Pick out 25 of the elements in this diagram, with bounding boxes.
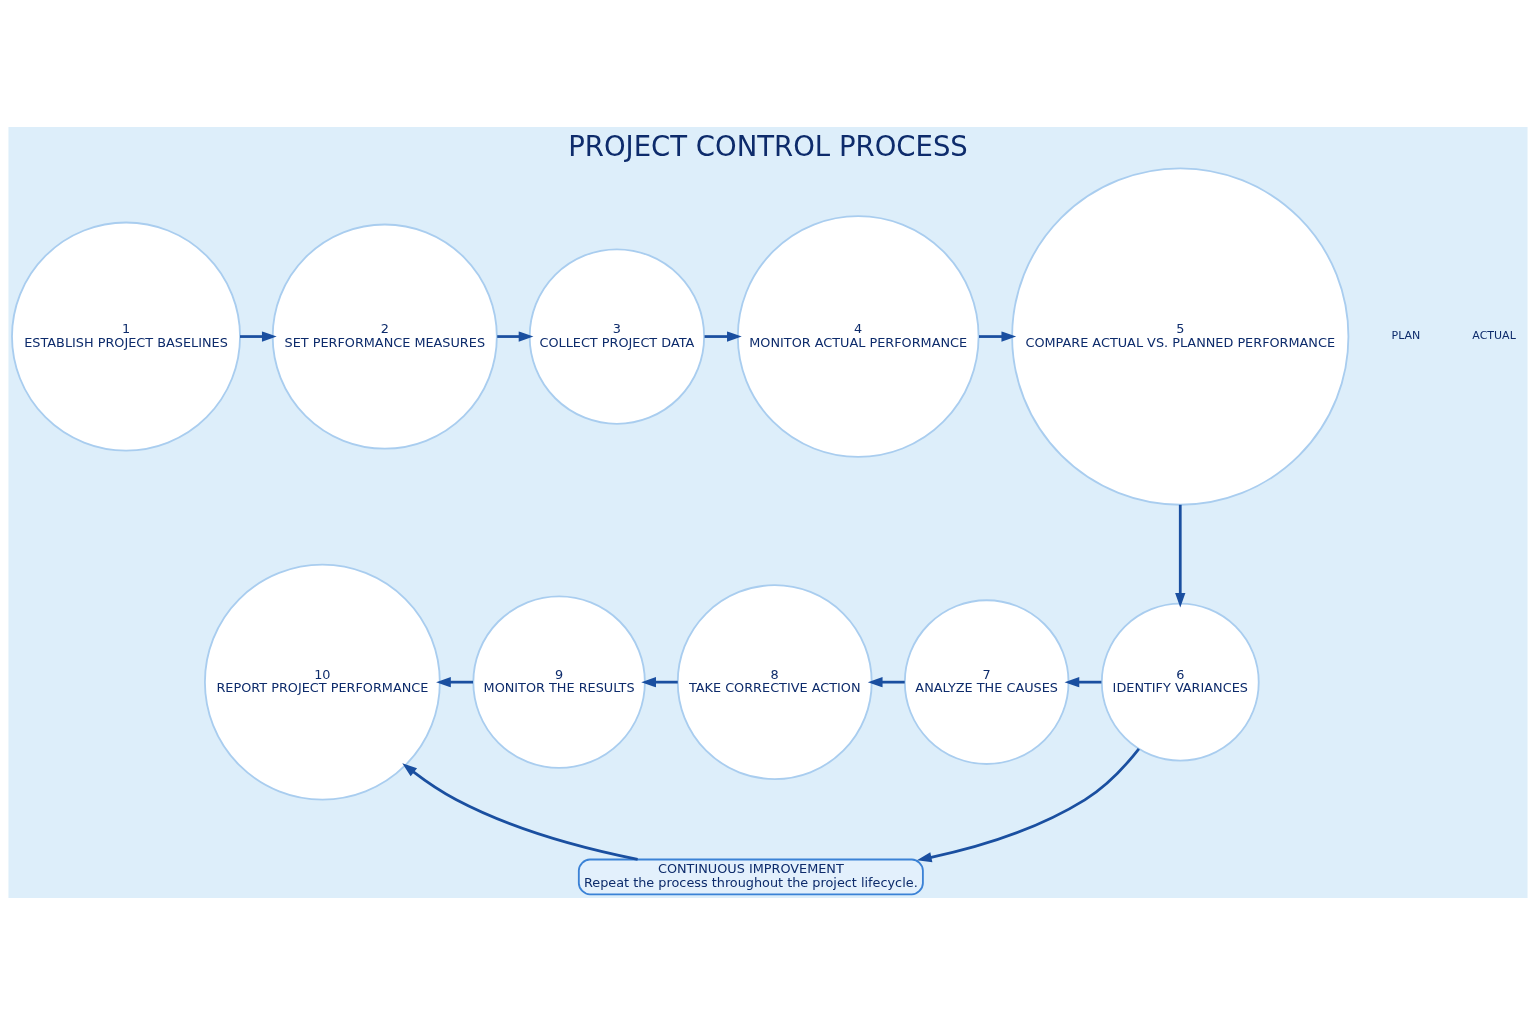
arrow [1064, 676, 1102, 687]
label: ACTUAL [1472, 328, 1516, 342]
arrow [641, 676, 678, 687]
label: PLAN [1391, 328, 1421, 342]
node-circle: 8 TAKE CORRECTIVE ACTION [676, 583, 873, 780]
arrow [240, 330, 277, 342]
arrow [402, 762, 638, 861]
arrow [979, 330, 1017, 342]
node-circle: 5 COMPARE ACTUAL VS. PLANNED PERFORMANCE [1011, 167, 1350, 506]
node-box: CONTINUOUS IMPROVEMENT Repeat the process throughout the project lifecycle. [577, 858, 924, 895]
node-circle: 4 MONITOR ACTUAL PERFORMANCE [736, 214, 980, 458]
diagram-title: PROJECT CONTROL PROCESS [568, 129, 968, 162]
node-circle: 1 ESTABLISH PROJECT BASELINES [11, 221, 241, 451]
arrow [916, 747, 1140, 862]
arrow [497, 330, 534, 342]
arrow [867, 676, 905, 687]
node-circle: 2 SET PERFORMANCE MEASURES [271, 223, 498, 450]
node-circle: 3 COLLECT PROJECT DATA [528, 247, 706, 425]
node-circle: 7 ANALYZE THE CAUSES [903, 598, 1070, 765]
arrow [1175, 504, 1186, 608]
node-circle: 9 MONITOR THE RESULTS [472, 594, 646, 769]
arrow [704, 330, 742, 342]
arrow [436, 676, 473, 687]
node-circle: 6 IDENTIFY VARIANCES [1100, 602, 1260, 762]
node-circle: 10 REPORT PROJECT PERFORMANCE [204, 563, 441, 801]
